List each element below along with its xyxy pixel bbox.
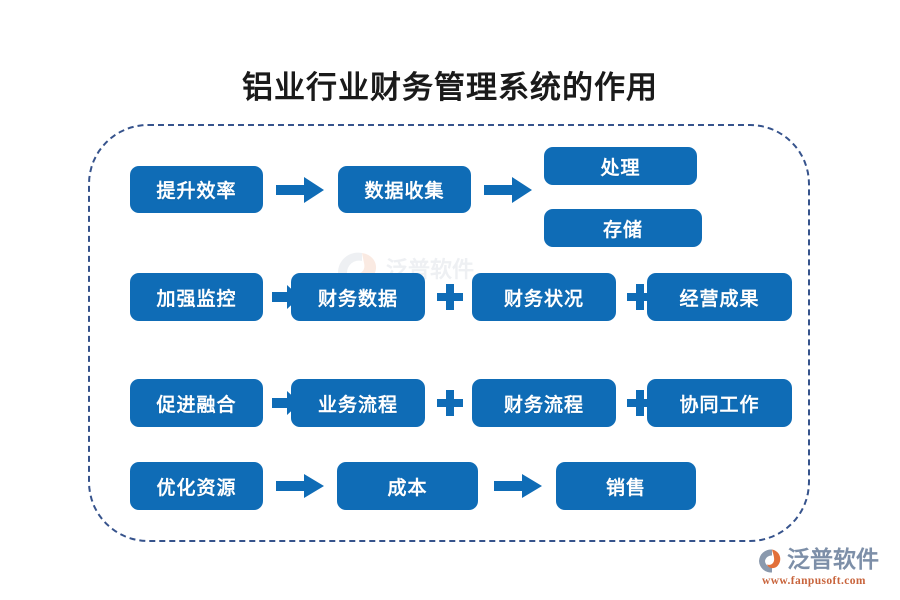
node-financial-status[interactable]: 财务状况 (472, 273, 616, 321)
node-business-process[interactable]: 业务流程 (291, 379, 425, 427)
brand-logo[interactable]: 泛普软件 www.fanpusoft.com (756, 546, 892, 592)
node-financial-process[interactable]: 财务流程 (472, 379, 616, 427)
logo-brand-name: 泛普软件 (787, 547, 879, 573)
logo-website-url: www.fanpusoft.com (762, 575, 866, 587)
node-processing[interactable]: 处理 (544, 147, 697, 185)
node-collaborative-work[interactable]: 协同工作 (647, 379, 792, 427)
node-sales[interactable]: 销售 (556, 462, 696, 510)
node-improve-efficiency[interactable]: 提升效率 (130, 166, 263, 213)
fanpu-logo-mark-icon (756, 547, 784, 573)
arrow-icon-r1-1 (276, 177, 324, 208)
arrow-icon-r4-1 (276, 474, 324, 503)
node-optimize-resources[interactable]: 优化资源 (130, 462, 263, 510)
node-storage[interactable]: 存储 (544, 209, 702, 247)
diagram-frame (88, 124, 810, 542)
node-financial-data[interactable]: 财务数据 (291, 273, 425, 321)
node-data-collection[interactable]: 数据收集 (338, 166, 471, 213)
node-cost[interactable]: 成本 (337, 462, 478, 510)
plus-icon-r2-2 (627, 284, 653, 310)
plus-icon-r2-1 (437, 284, 463, 310)
plus-icon-r3-2 (627, 390, 653, 416)
arrow-icon-r1-2 (484, 177, 532, 208)
page-title: 铝业行业财务管理系统的作用 (242, 70, 658, 106)
node-promote-integration[interactable]: 促进融合 (130, 379, 263, 427)
arrow-icon-r4-2 (494, 474, 542, 503)
plus-icon-r3-1 (437, 390, 463, 416)
node-operating-results[interactable]: 经营成果 (647, 273, 792, 321)
node-strengthen-monitoring[interactable]: 加强监控 (130, 273, 263, 321)
